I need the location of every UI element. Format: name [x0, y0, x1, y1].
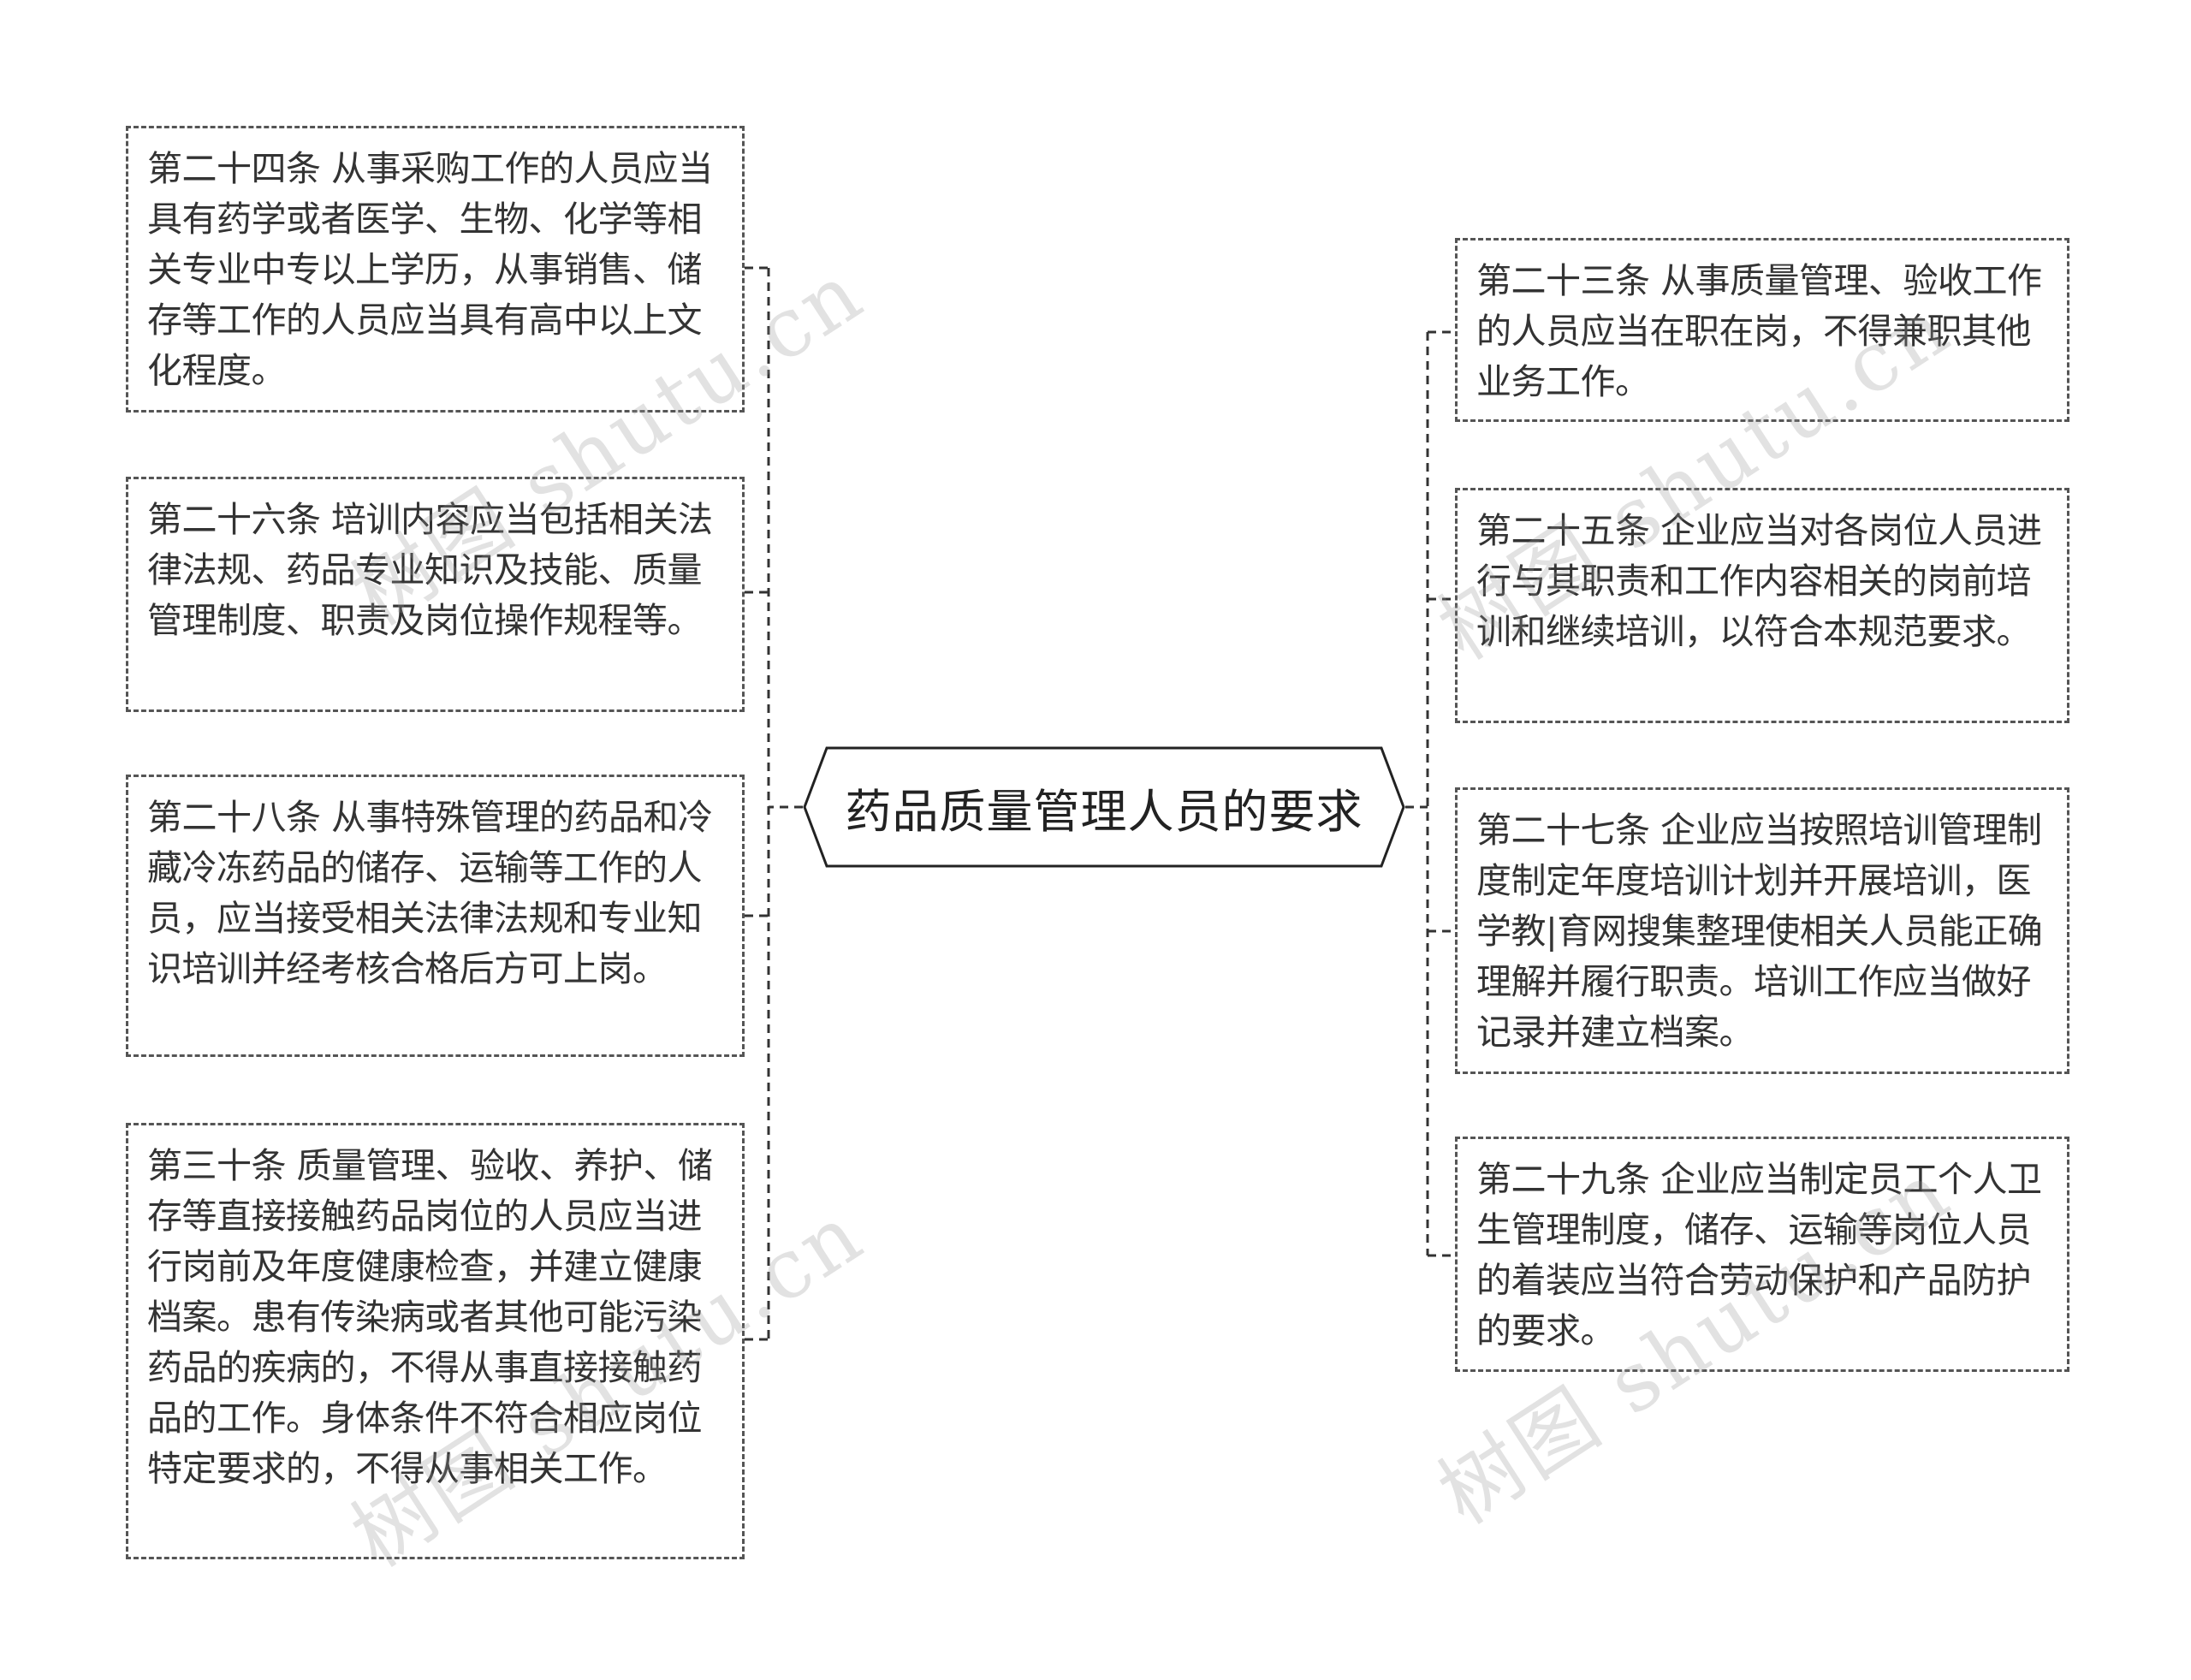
right-node-text: 第二十三条 从事质量管理、验收工作的人员应当在职在岗，不得兼职其他业务工作。: [1476, 260, 2042, 402]
right-node-article-25: 第二十五条 企业应当对各岗位人员进行与其职责和工作内容相关的岗前培训和继续培训，…: [1455, 488, 2069, 723]
left-node-article-24: 第二十四条 从事采购工作的人员应当具有药学或者医学、生物、化学等相关专业中专以上…: [126, 126, 745, 413]
right-node-text: 第二十五条 企业应当对各岗位人员进行与其职责和工作内容相关的岗前培训和继续培训，…: [1476, 510, 2042, 652]
center-node-title: 药品质量管理人员的要求: [845, 784, 1363, 839]
right-node-article-23: 第二十三条 从事质量管理、验收工作的人员应当在职在岗，不得兼职其他业务工作。: [1455, 238, 2069, 422]
left-node-article-28: 第二十八条 从事特殊管理的药品和冷藏冷冻药品的储存、运输等工作的人员，应当接受相…: [126, 775, 745, 1057]
left-node-text: 第三十条 质量管理、验收、养护、储存等直接接触药品岗位的人员应当进行岗前及年度健…: [147, 1145, 713, 1489]
right-node-article-29: 第二十九条 企业应当制定员工个人卫生管理制度，储存、运输等岗位人员的着装应当符合…: [1455, 1137, 2069, 1372]
right-node-text: 第二十七条 企业应当按照培训管理制度制定年度培训计划并开展培训，医学教|育网搜集…: [1476, 810, 2043, 1053]
left-node-text: 第二十四条 从事采购工作的人员应当具有药学或者医学、生物、化学等相关专业中专以上…: [147, 148, 713, 391]
left-node-text: 第二十八条 从事特殊管理的药品和冷藏冷冻药品的储存、运输等工作的人员，应当接受相…: [147, 797, 713, 989]
left-node-article-30: 第三十条 质量管理、验收、养护、储存等直接接触药品岗位的人员应当进行岗前及年度健…: [126, 1123, 745, 1559]
left-node-text: 第二十六条 培训内容应当包括相关法律法规、药品专业知识及技能、质量管理制度、职责…: [147, 499, 713, 641]
right-node-article-27: 第二十七条 企业应当按照培训管理制度制定年度培训计划并开展培训，医学教|育网搜集…: [1455, 787, 2069, 1074]
right-node-text: 第二十九条 企业应当制定员工个人卫生管理制度，储存、运输等岗位人员的着装应当符合…: [1476, 1159, 2042, 1351]
center-node-shape: [803, 746, 1405, 868]
left-node-article-26: 第二十六条 培训内容应当包括相关法律法规、药品专业知识及技能、质量管理制度、职责…: [126, 477, 745, 712]
